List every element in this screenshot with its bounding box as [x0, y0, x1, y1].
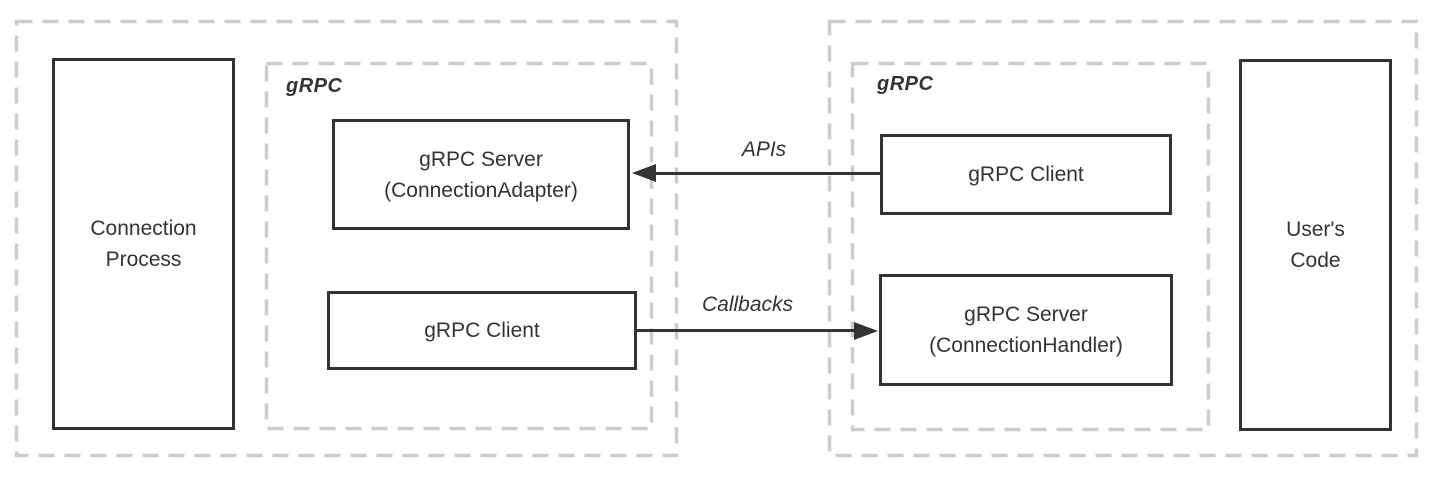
grpc-client-left-label: gRPC Client: [424, 319, 540, 342]
grpc-server-connectionadapter-box: gRPC Server (ConnectionAdapter): [332, 119, 630, 230]
grpc-container-right-border: [850, 61, 1211, 432]
grpc-server-connectionhandler-label-line2: (ConnectionHandler): [929, 334, 1123, 357]
users-code-box: User's Code: [1239, 59, 1392, 431]
grpc-server-connectionadapter-label-line1: gRPC Server: [419, 147, 543, 171]
callbacks-arrow-label: Callbacks: [701, 293, 794, 316]
users-code-label-line2: Code: [1290, 249, 1341, 272]
connection-process-label-line2: Process: [105, 248, 182, 271]
grpc-server-connectionadapter-label-line2: (ConnectionAdapter): [384, 178, 578, 202]
grpc-server-connectionhandler-box: gRPC Server (ConnectionHandler): [879, 274, 1173, 386]
connection-process-box: Connection Process: [52, 58, 235, 430]
users-code-label-line1: User's: [1286, 218, 1345, 241]
apis-arrow-label: APIs: [741, 138, 787, 161]
grpc-client-right-label: gRPC Client: [968, 163, 1084, 186]
grpc-label-right: gRPC: [877, 73, 934, 95]
users-code-group-border: [827, 19, 1419, 458]
grpc-client-box-right: gRPC Client: [880, 134, 1172, 215]
callbacks-arrowhead-right-icon: [854, 322, 878, 340]
grpc-client-box-left: gRPC Client: [327, 291, 637, 370]
callbacks-arrow-line: [637, 329, 858, 332]
grpc-label-left: gRPC: [286, 75, 343, 97]
connection-process-label-line1: Connection: [90, 217, 197, 240]
grpc-container-left-border: [264, 61, 654, 431]
apis-arrow-line: [652, 172, 880, 175]
grpc-server-connectionhandler-label-line1: gRPC Server: [964, 303, 1088, 326]
apis-arrowhead-left-icon: [632, 164, 656, 182]
